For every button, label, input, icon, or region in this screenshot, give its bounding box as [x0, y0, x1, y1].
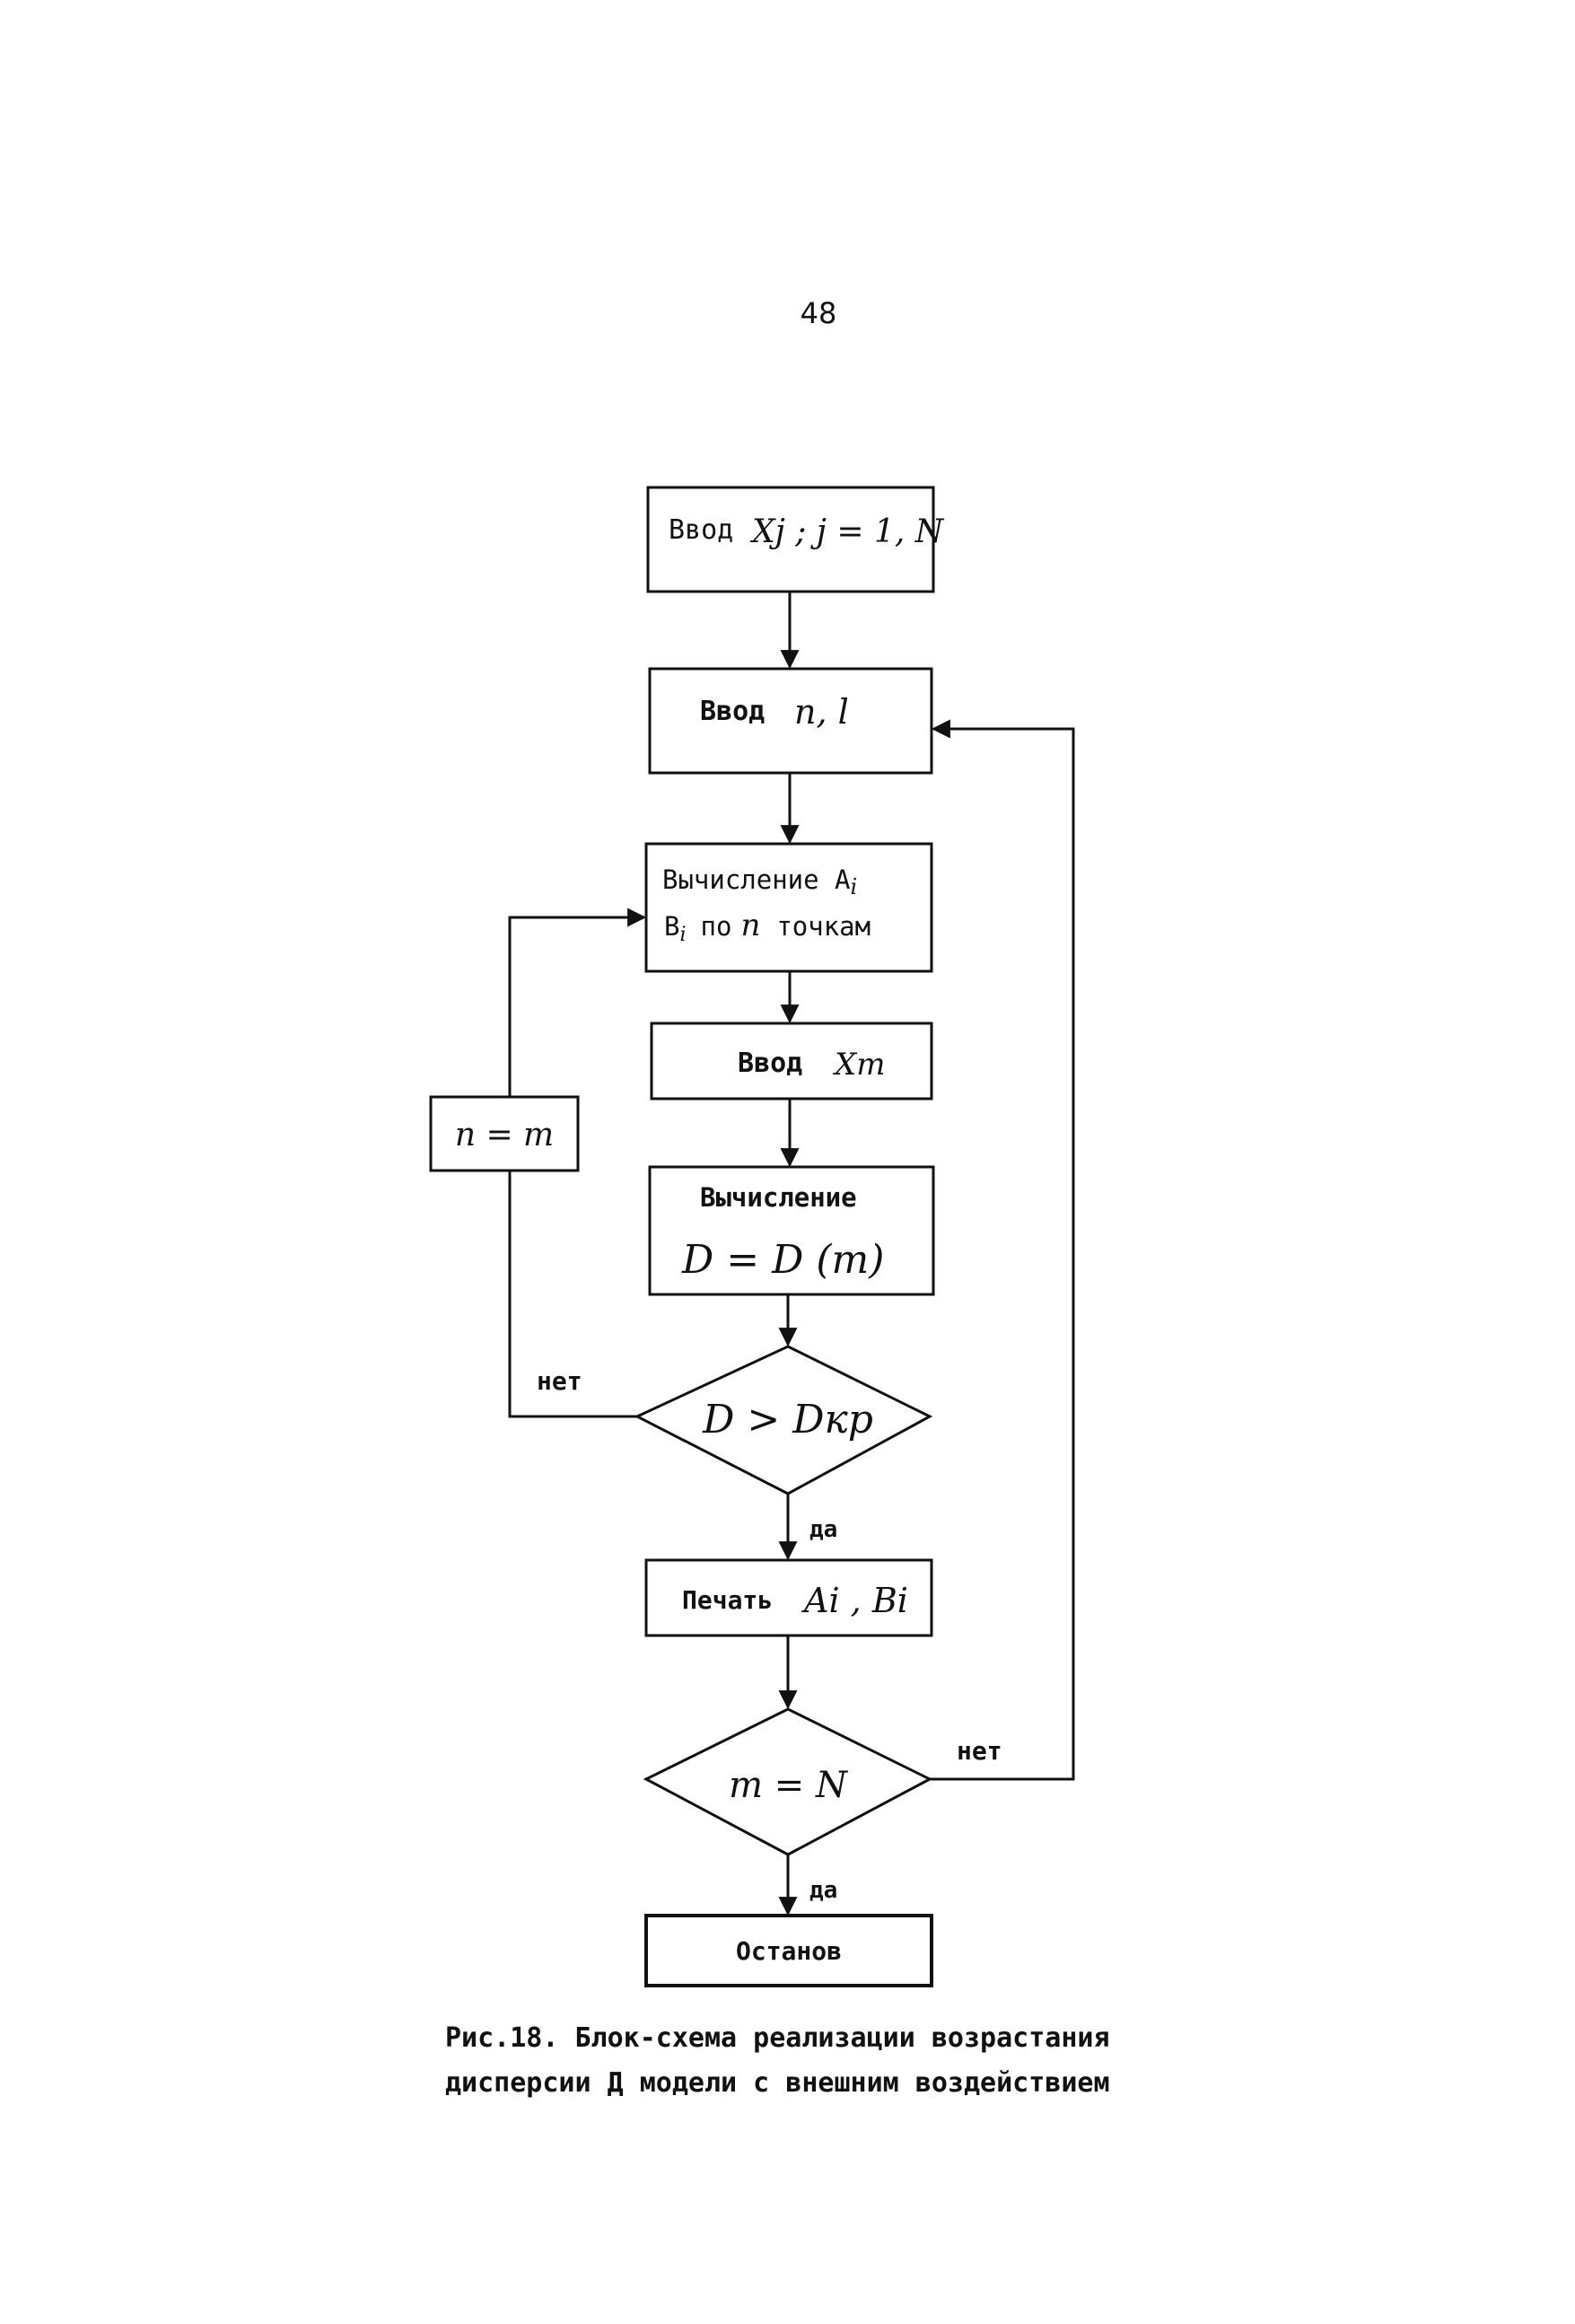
label-yes-m: да	[809, 1877, 837, 1904]
edge-dec2-no	[930, 719, 1075, 1781]
decision-m-equals-n: m = N	[643, 1707, 933, 1856]
label-no-m: нет	[957, 1736, 1002, 1766]
block-compute-ab-line1-sub: i	[851, 874, 858, 899]
block-compute-d: Вычисление D = D (m)	[648, 1165, 935, 1296]
block-stop: Останов	[644, 1914, 933, 1987]
svg-text:Вычисление Ai: Вычисление Ai	[662, 864, 857, 899]
decision-d-expr: D > Dкр	[702, 1397, 873, 1443]
block-stop-word: Останов	[736, 1936, 842, 1966]
block-input-xm: Ввод Xm	[650, 1022, 933, 1101]
block-input-xm-expr: Xm	[832, 1047, 885, 1083]
block-print-ab: Печать Ai , Bi	[644, 1558, 933, 1637]
edge-dec1-no	[508, 1171, 637, 1418]
block-compute-ab-po: по	[701, 911, 732, 942]
block-print-ab-word: Печать	[682, 1585, 773, 1615]
edge-nm-to-compute	[508, 908, 647, 1097]
block-compute-ab-n: n	[740, 908, 760, 943]
block-compute-ab-points: точкам	[776, 911, 871, 942]
label-no-d: нет	[537, 1366, 582, 1396]
block-input-n-word: Ввод	[700, 696, 765, 727]
block-compute-ab-line1: Вычисление A	[662, 864, 851, 895]
connectors	[508, 592, 1075, 1916]
label-yes-d: да	[809, 1516, 837, 1543]
block-input-xm-word: Ввод	[738, 1048, 802, 1079]
block-compute-ab-b: B	[664, 911, 679, 942]
caption-line-2: дисперсии Д модели с внешним воздействие…	[445, 2067, 1110, 2099]
caption-line-1: Рис.18. Блок-схема реализации возрастани…	[445, 2022, 1110, 2054]
page-number: 48	[801, 296, 837, 330]
block-print-ab-expr: Ai , Bi	[801, 1581, 908, 1620]
block-compute-d-expr: D = D (m)	[681, 1237, 884, 1283]
block-input-x-expr: Xj ; j = 1, N	[749, 513, 945, 550]
block-input-x-word: Ввод	[669, 514, 733, 546]
block-input-x: Ввод Xj ; j = 1, N	[646, 486, 945, 593]
block-n-equals-m: n = m	[429, 1095, 580, 1172]
block-input-n-expr: n, l	[794, 692, 849, 732]
block-n-equals-m-expr: n = m	[455, 1117, 554, 1153]
block-input-n: Ввод n, l	[648, 667, 933, 775]
block-compute-d-line1: Вычисление	[700, 1182, 857, 1213]
decision-m-expr: m = N	[729, 1765, 849, 1806]
block-compute-ab-b-sub: i	[679, 924, 686, 946]
decision-d-greater: D > Dкр	[634, 1345, 933, 1495]
